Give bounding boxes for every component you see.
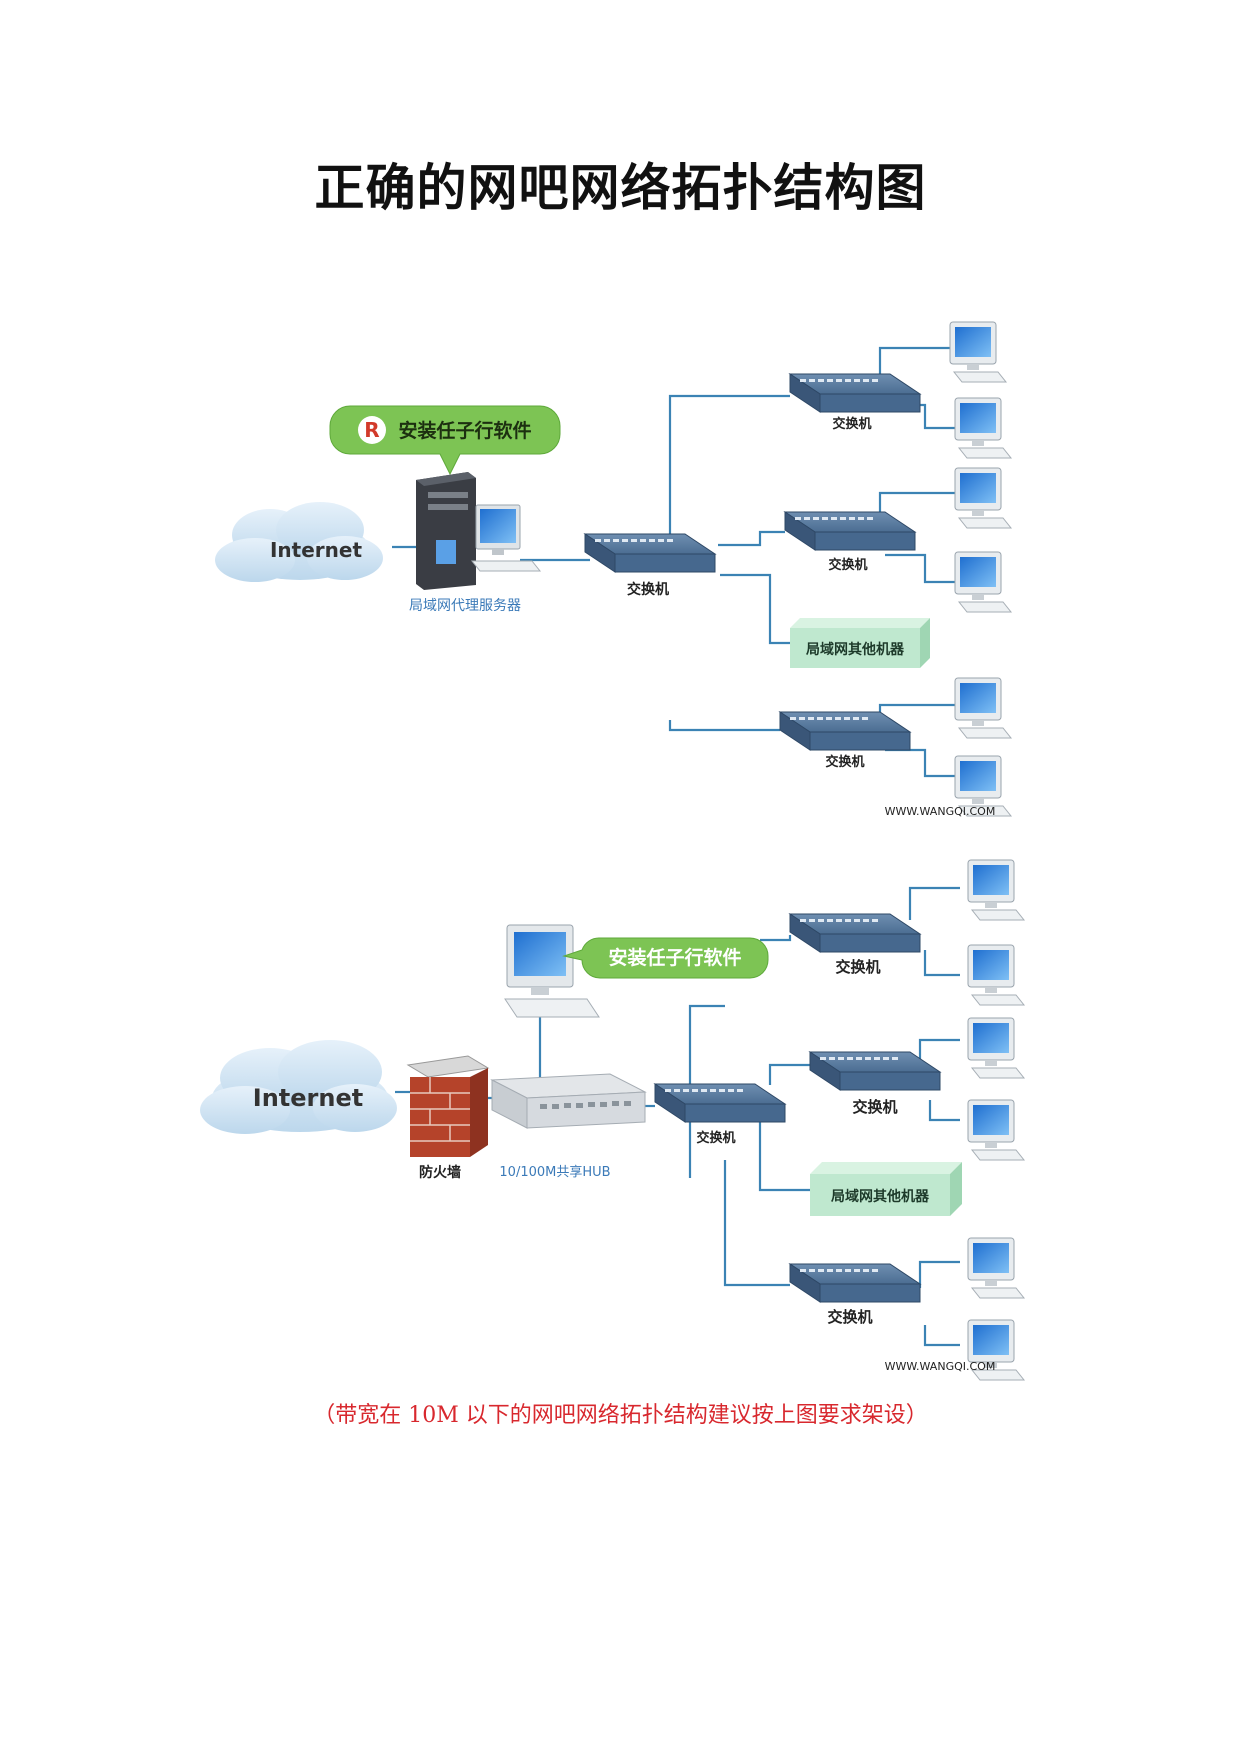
lan-other-box: 局域网其他机器 <box>810 1162 962 1216</box>
watermark: WWW.WANGQI.COM <box>885 1360 996 1373</box>
diagram-2: Internet 防火墙 <box>200 859 1025 1381</box>
svg-text:R: R <box>364 418 379 442</box>
pc-icon <box>967 859 1025 921</box>
pc-icon <box>949 321 1007 383</box>
software-bubble: R 安装任子行软件 <box>329 405 561 476</box>
lan-other-box: 局域网其他机器 <box>790 618 930 668</box>
switch-label: 交换机 <box>827 1308 872 1326</box>
firewall-icon <box>406 1055 490 1157</box>
pc-icon <box>954 397 1012 459</box>
workstation-icon <box>504 924 600 1018</box>
pc-icon <box>954 467 1012 529</box>
software-bubble: 安装任子行软件 <box>562 937 769 979</box>
pc-icon <box>967 1237 1025 1299</box>
switch-label: 交换机 <box>828 557 867 573</box>
server-label: 局域网代理服务器 <box>409 598 521 614</box>
switch-icon <box>789 373 921 413</box>
switch-label: 交换机 <box>835 958 880 976</box>
core-switch-label: 交换机 <box>627 581 669 598</box>
logo-icon: R <box>358 416 386 444</box>
pc-icon <box>954 677 1012 739</box>
switch-label: 交换机 <box>852 1098 897 1116</box>
pc-icon <box>954 551 1012 613</box>
core-switch-icon <box>584 533 716 573</box>
bubble-label: 安装任子行软件 <box>398 419 531 442</box>
bubble-label: 安装任子行软件 <box>608 946 741 969</box>
diagram-1: Internet R 安装任子行软件 局域网代理服务器 <box>215 321 1012 818</box>
switch-icon <box>789 1263 921 1303</box>
hub-label: 10/100M共享HUB <box>499 1164 610 1180</box>
watermark: WWW.WANGQI.COM <box>885 805 996 818</box>
switch-icon <box>789 913 921 953</box>
firewall-label: 防火墙 <box>419 1164 461 1181</box>
internet-label: Internet <box>270 538 362 562</box>
proxy-server-icon <box>416 472 542 590</box>
page-title: 正确的网吧网络拓扑结构图 <box>314 158 927 217</box>
pc-icon <box>967 1099 1025 1161</box>
pc-icon <box>967 1017 1025 1079</box>
pc-icon <box>967 944 1025 1006</box>
switch-label: 交换机 <box>825 754 864 770</box>
switch-label: 交换机 <box>832 416 871 432</box>
switch-icon <box>779 711 911 751</box>
internet-cloud: Internet <box>200 1040 397 1134</box>
lan-other-label: 局域网其他机器 <box>831 1188 930 1205</box>
core-switch-icon <box>654 1083 786 1123</box>
internet-cloud: Internet <box>215 502 383 582</box>
lan-other-label: 局域网其他机器 <box>806 641 905 658</box>
hub-icon <box>490 1073 647 1129</box>
caption: （带宽在 10M 以下的网吧网络拓扑结构建议按上图要求架设） <box>313 1403 928 1428</box>
switch-icon <box>784 511 916 551</box>
core-switch-label: 交换机 <box>696 1130 735 1146</box>
internet-label: Internet <box>253 1084 363 1112</box>
